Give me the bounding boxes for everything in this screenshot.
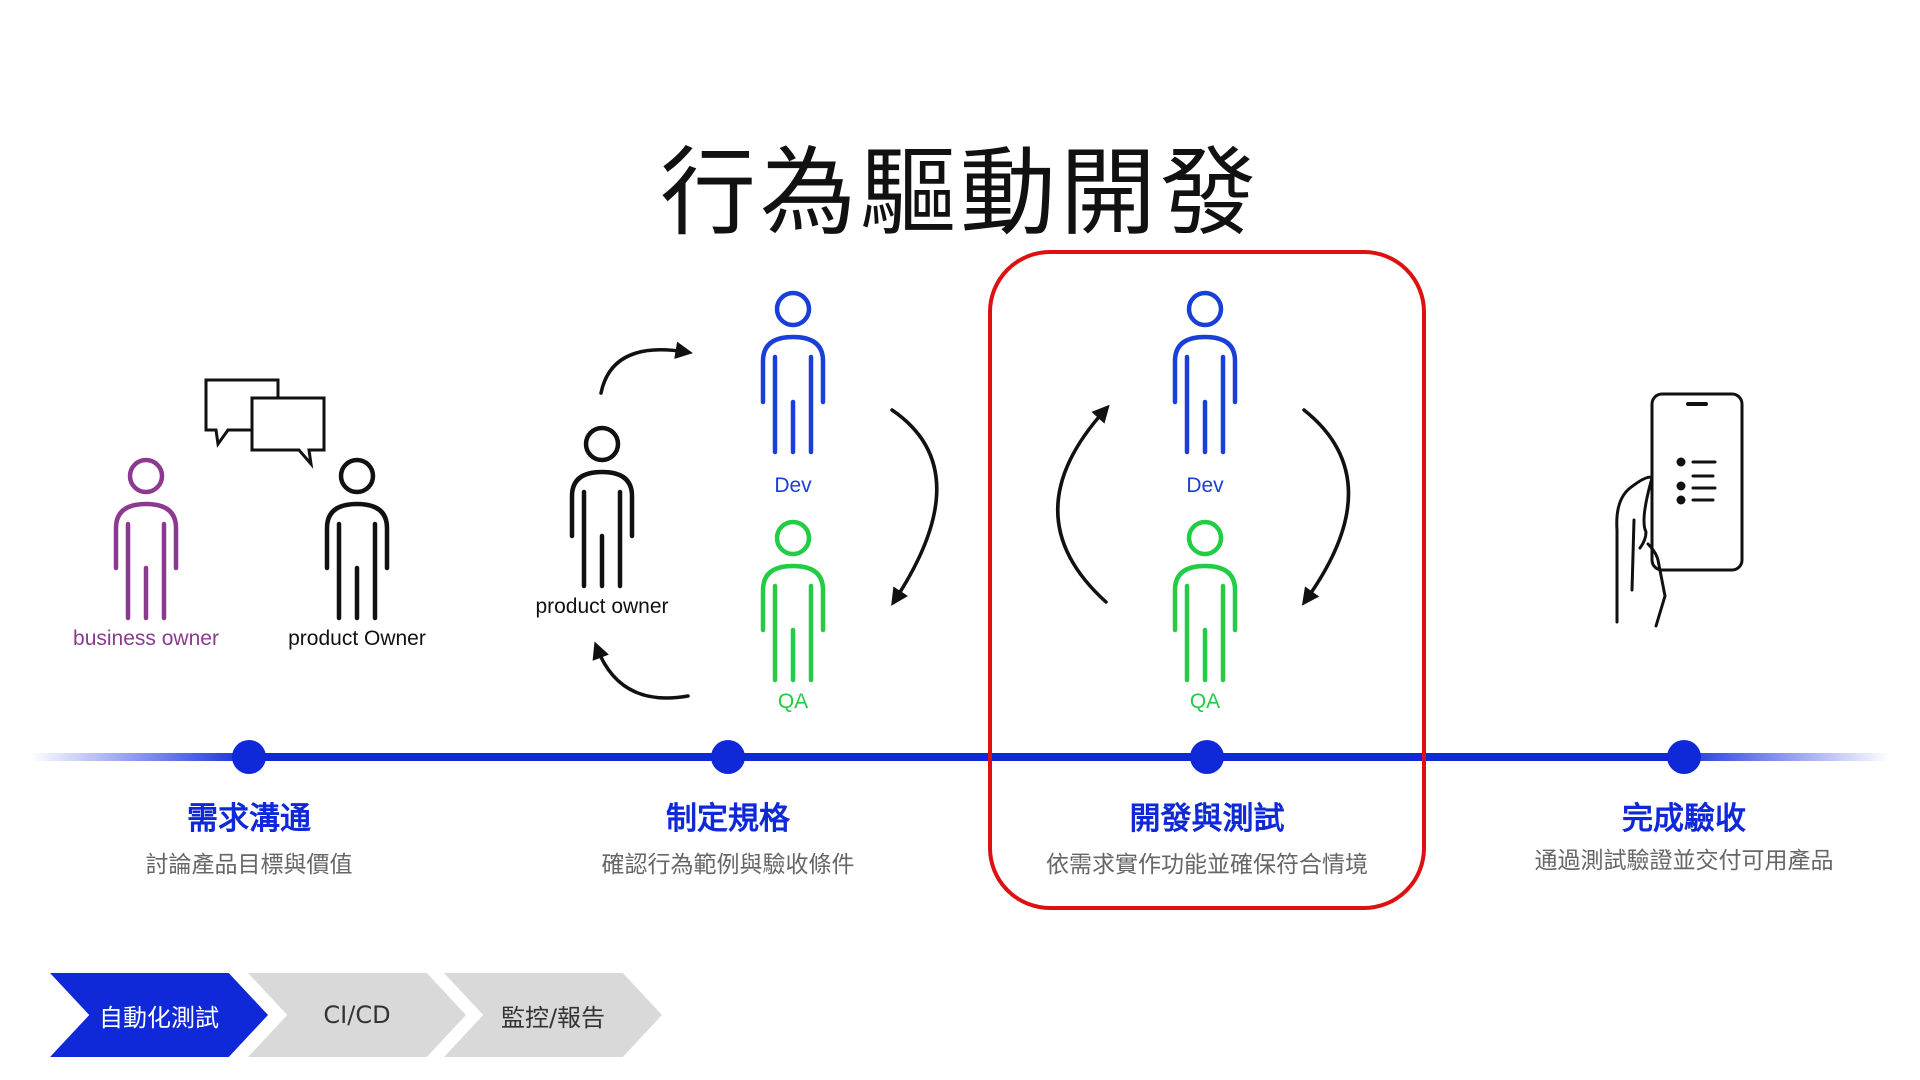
qa-label-2: QA [1190,690,1220,713]
qa-label: QA [778,690,808,713]
step-label: 監控/報告 [500,1003,606,1032]
dev-icon [760,290,826,455]
step-label: 自動化測試 [99,1003,219,1032]
product-owner-label-2: product owner [535,595,668,618]
product-owner-label: product Owner [288,627,426,650]
stage-desc-1: 討論產品目標與價值 [145,852,353,878]
qa-icon-2 [1172,519,1238,683]
stage-desc-3: 依需求實作功能並確保符合情境 [1046,852,1368,878]
stage-title-4: 完成驗收 [1622,801,1746,837]
stage-desc-4: 通過測試驗證並交付可用產品 [1534,848,1834,874]
stage-dot-3[interactable] [1190,740,1224,774]
highlight-box [988,250,1426,910]
chat-bubbles-icon [204,378,326,469]
stage-dot-2[interactable] [711,740,745,774]
stage-title-1: 需求溝通 [187,801,311,837]
qa-icon [760,519,826,683]
stage-title-3: 開發與測試 [1129,801,1285,837]
step-automated-testing[interactable]: 自動化測試 [50,973,268,1057]
stage-dot-1[interactable] [232,740,266,774]
page-title: 行為驅動開發 [660,137,1260,249]
step-label: CI/CD [323,1001,391,1029]
cycle-arrows [592,341,1351,700]
product-owner-icon-2 [569,425,635,589]
timeline [30,753,1890,761]
dev-label-2: Dev [1186,474,1224,497]
business-owner-label: business owner [73,627,219,650]
dev-label: Dev [774,474,812,497]
phone-in-hand-icon [1615,392,1744,628]
stage-dot-4[interactable] [1667,740,1701,774]
stage-title-2: 制定規格 [666,801,790,837]
dev-icon-2 [1172,290,1238,455]
product-owner-icon [324,457,390,621]
business-owner-icon [113,457,179,621]
stage-desc-2: 確認行為範例與驗收條件 [601,852,855,878]
